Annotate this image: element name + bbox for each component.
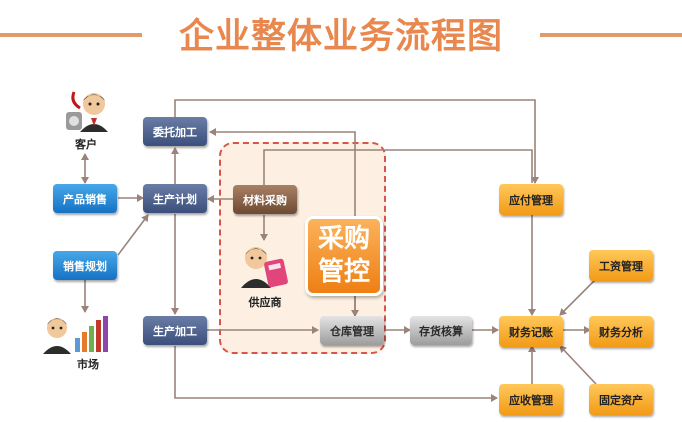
link-payables-material [263,149,533,185]
node-commissioned-processing: 委托加工 [143,117,207,146]
node-production-processing: 生产加工 [143,316,207,345]
node-payables-management: 应付管理 [499,184,563,215]
procurement-control-box: 采购 管控 [305,216,383,296]
node-production-plan: 生产计划 [143,184,207,213]
procurement-control-line2: 管控 [317,257,370,287]
node-sales-plan: 销售规划 [53,251,117,280]
node-inventory-accounting: 存货核算 [410,316,472,345]
link-processing-receivables [174,346,498,402]
title-line-right [540,33,682,37]
title-bar: 企业整体业务流程图 [0,0,682,64]
link-salesplan-plan [117,214,149,256]
node-product-sales: 产品销售 [53,184,117,213]
supplier-person-icon [238,242,290,288]
market-person-icon [41,312,113,354]
node-financial-bookkeeping: 财务记账 [499,316,563,347]
title-line-left [0,33,142,37]
link-assets-finance [559,345,597,385]
customer-label: 客户 [75,138,97,151]
link-top-loop [174,99,539,184]
node-payroll-management: 工资管理 [589,250,653,281]
node-warehouse-management: 仓库管理 [320,316,384,345]
node-receivables-management: 应收管理 [499,384,563,415]
page-title: 企业整体业务流程图 [178,16,503,57]
node-financial-analysis: 财务分析 [589,316,653,347]
market-label: 市场 [77,358,99,371]
procurement-control-line1: 采购 [317,224,370,254]
customer-person-icon [64,86,112,134]
node-fixed-assets: 固定资产 [589,384,653,415]
supplier-label: 供应商 [248,296,282,309]
node-material-procurement: 材料采购 [233,185,297,214]
link-payroll-finance [559,279,596,316]
